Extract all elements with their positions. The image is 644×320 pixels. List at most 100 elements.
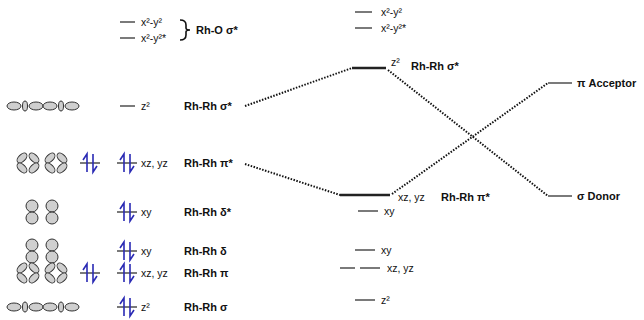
orbital-lobe: [59, 302, 64, 312]
orbital-lobe: [65, 102, 79, 110]
level-label: z²: [380, 294, 391, 307]
energy-level: [548, 82, 572, 83]
correlation-line: [245, 68, 352, 106]
energy-level: [117, 211, 137, 212]
level-label: xz, yz: [140, 267, 169, 280]
orbital-label: π Acceptor: [576, 77, 637, 90]
energy-level: [355, 11, 372, 12]
orbital-lobe: [43, 161, 56, 174]
energy-level: [117, 306, 137, 307]
spin-down-electron: [130, 242, 134, 260]
orbital-lobe: [43, 102, 57, 110]
level-label: xy: [140, 245, 153, 258]
orbital-lobe: [59, 101, 64, 111]
orbital-label: Rh-Rh π*: [440, 191, 491, 204]
orbital-lobe: [15, 271, 28, 284]
pi-orbital-icon: [15, 151, 68, 174]
spin-down-electron: [93, 264, 97, 282]
orbital-lobe: [26, 212, 38, 224]
energy-level: [340, 267, 355, 268]
orbital-label: σ Donor: [576, 190, 621, 203]
level-label: x²-y²: [380, 6, 403, 19]
orbital-label: Rh-Rh δ: [183, 245, 228, 258]
energy-level: [548, 195, 572, 196]
energy-level: [80, 162, 100, 163]
orbital-lobe: [46, 251, 58, 263]
energy-level: [355, 299, 375, 300]
level-label: z²: [140, 301, 151, 314]
spin-up-electron: [83, 154, 87, 172]
orbital-lobe: [65, 303, 79, 311]
level-label: xz, yz: [140, 157, 169, 170]
energy-level: [120, 105, 135, 106]
energy-level: [355, 249, 375, 250]
energy-level: [355, 27, 372, 28]
spin-down-electron: [130, 203, 134, 221]
orbital-lobe: [29, 303, 43, 311]
level-label: x²-y²*: [380, 22, 407, 35]
orbital-lobe: [7, 102, 21, 110]
level-label: xy: [383, 205, 396, 218]
energy-level: [120, 21, 135, 22]
orbital-lobe: [29, 102, 43, 110]
orbital-lobe: [46, 200, 58, 212]
energy-level: [80, 272, 100, 273]
spin-down-electron: [130, 298, 134, 316]
delta-orbital-icon: [26, 239, 58, 263]
correlation-lines: [245, 68, 548, 196]
energy-level: [117, 272, 137, 273]
orbital-lobe: [15, 261, 28, 274]
orbital-lobe: [27, 161, 40, 174]
level-label: x²-y²: [140, 16, 163, 29]
level-label: xz, yz: [386, 262, 415, 275]
orbital-lobe: [43, 261, 56, 274]
level-label: z²: [390, 56, 401, 69]
orbital-lobe: [27, 151, 40, 164]
orbital-lobe: [55, 161, 68, 174]
orbital-lobe: [26, 200, 38, 212]
sigma-orbital-icon: [7, 302, 79, 312]
level-label: xz, yz: [397, 191, 426, 204]
energy-level: [120, 37, 135, 38]
energy-level: [360, 267, 380, 268]
orbital-lobe: [27, 261, 40, 274]
orbital-label: Rh-Rh δ*: [183, 206, 232, 219]
orbital-icons: [7, 101, 79, 312]
orbital-lobe: [55, 271, 68, 284]
orbital-label: Rh-Rh σ*: [410, 60, 460, 73]
pi-orbital-icon: [15, 261, 68, 284]
spin-up-electron: [120, 264, 124, 282]
orbital-lobe: [15, 151, 28, 164]
energy-level: [117, 250, 137, 251]
orbital-lobe: [7, 303, 21, 311]
energy-level: [352, 67, 386, 70]
level-label: x²-y²*: [140, 32, 167, 45]
orbital-label: Rh-O σ*: [195, 24, 239, 37]
orbital-lobe: [23, 101, 28, 111]
orbital-lobe: [15, 161, 28, 174]
orbital-lobe: [46, 239, 58, 251]
orbital-label: Rh-Rh π*: [183, 157, 234, 170]
sigma-orbital-icon: [7, 101, 79, 111]
spin-up-electron: [120, 154, 124, 172]
spin-up-electron: [120, 203, 124, 221]
orbital-lobe: [26, 251, 38, 263]
orbital-lobe: [43, 271, 56, 284]
spin-down-electron: [93, 154, 97, 172]
orbital-label: Rh-Rh σ*: [183, 100, 233, 113]
spin-up-electron: [120, 242, 124, 260]
orbital-lobe: [55, 261, 68, 274]
level-label: xy: [380, 244, 393, 257]
orbital-lobe: [46, 212, 58, 224]
spin-down-electron: [130, 154, 134, 172]
orbital-lobe: [27, 271, 40, 284]
orbital-lobe: [43, 303, 57, 311]
orbital-label: Rh-Rh σ: [183, 301, 229, 314]
spin-down-electron: [130, 264, 134, 282]
orbital-label: Rh-Rh π: [183, 267, 229, 280]
delta-orbital-icon: [26, 200, 58, 224]
energy-level: [358, 210, 378, 211]
